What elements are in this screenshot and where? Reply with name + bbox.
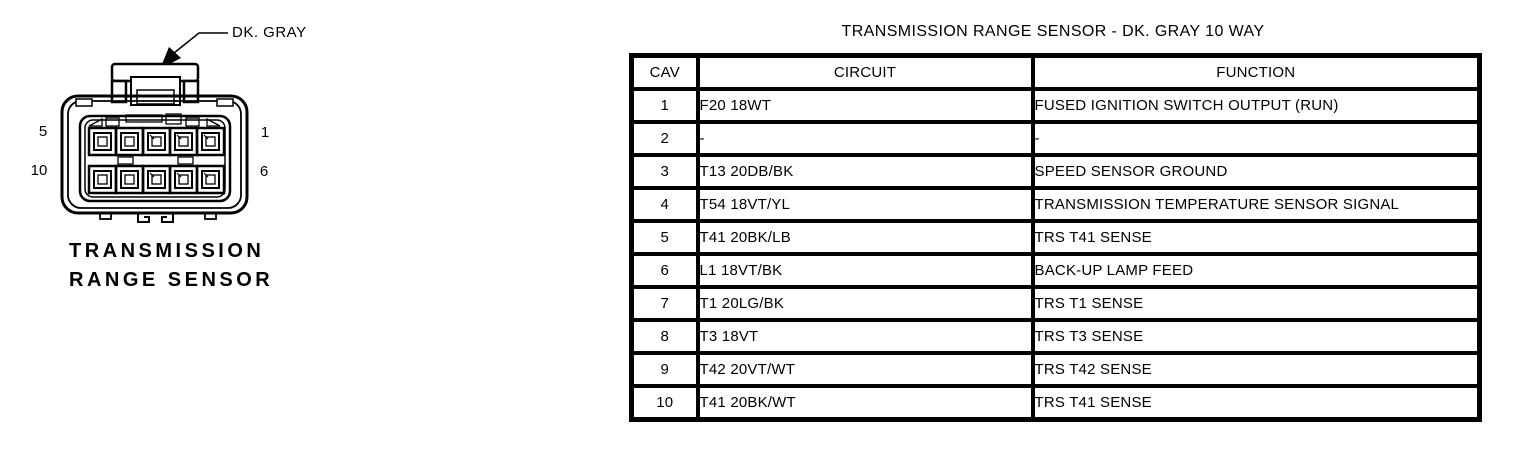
header-circuit: CIRCUIT bbox=[695, 53, 1035, 91]
circuit-cell: T3 18VT bbox=[695, 318, 1035, 355]
table-row: 2 - - bbox=[629, 120, 1482, 157]
table-row: 1 F20 18WT FUSED IGNITION SWITCH OUTPUT … bbox=[629, 87, 1482, 124]
circuit-cell: T41 20BK/WT bbox=[695, 384, 1035, 422]
connector-caption-line1: TRANSMISSION bbox=[69, 240, 265, 262]
circuit-cell: T41 20BK/LB bbox=[695, 219, 1035, 256]
connector-latch bbox=[110, 62, 200, 106]
cav-cell: 8 bbox=[629, 318, 700, 355]
table-row: 4 T54 18VT/YL TRANSMISSION TEMPERATURE S… bbox=[629, 186, 1482, 223]
cav-cell: 2 bbox=[629, 120, 700, 157]
header-cav: CAV bbox=[629, 53, 700, 91]
table-row: 6 L1 18VT/BK BACK-UP LAMP FEED bbox=[629, 252, 1482, 289]
connector-color-callout: DK. GRAY bbox=[232, 24, 307, 41]
circuit-cell: T13 20DB/BK bbox=[695, 153, 1035, 190]
cav-cell: 6 bbox=[629, 252, 700, 289]
pin-row-bottom bbox=[87, 164, 226, 195]
function-cell: TRANSMISSION TEMPERATURE SENSOR SIGNAL bbox=[1030, 186, 1482, 223]
circuit-cell: F20 18WT bbox=[695, 87, 1035, 124]
function-cell: TRS T3 SENSE bbox=[1030, 318, 1482, 355]
table-row: 8 T3 18VT TRS T3 SENSE bbox=[629, 318, 1482, 355]
connector-face-drawing bbox=[60, 32, 249, 223]
cav-cell: 10 bbox=[629, 384, 700, 422]
function-cell: TRS T42 SENSE bbox=[1030, 351, 1482, 388]
circuit-cell: L1 18VT/BK bbox=[695, 252, 1035, 289]
bottom-tabs bbox=[99, 212, 217, 223]
table-header-row: CAV CIRCUIT FUNCTION bbox=[629, 53, 1482, 91]
pin-number-6: 6 bbox=[259, 163, 269, 180]
table-row: 3 T13 20DB/BK SPEED SENSOR GROUND bbox=[629, 153, 1482, 190]
cav-cell: 1 bbox=[629, 87, 700, 124]
function-cell: FUSED IGNITION SWITCH OUTPUT (RUN) bbox=[1030, 87, 1482, 124]
table-row: 10 T41 20BK/WT TRS T41 SENSE bbox=[629, 384, 1482, 422]
pin-number-10: 10 bbox=[30, 162, 48, 179]
pinout-table-panel: TRANSMISSION RANGE SENSOR - DK. GRAY 10 … bbox=[629, 23, 1482, 422]
function-cell: - bbox=[1030, 120, 1482, 157]
cav-cell: 5 bbox=[629, 219, 700, 256]
function-cell: TRS T41 SENSE bbox=[1030, 384, 1482, 422]
cav-cell: 3 bbox=[629, 153, 700, 190]
connector-caption-line2: RANGE SENSOR bbox=[69, 269, 274, 291]
function-cell: BACK-UP LAMP FEED bbox=[1030, 252, 1482, 289]
circuit-cell: T42 20VT/WT bbox=[695, 351, 1035, 388]
function-cell: SPEED SENSOR GROUND bbox=[1030, 153, 1482, 190]
function-cell: TRS T41 SENSE bbox=[1030, 219, 1482, 256]
table-row: 9 T42 20VT/WT TRS T42 SENSE bbox=[629, 351, 1482, 388]
table-row: 5 T41 20BK/LB TRS T41 SENSE bbox=[629, 219, 1482, 256]
table-row: 7 T1 20LG/BK TRS T1 SENSE bbox=[629, 285, 1482, 322]
pin-row-top bbox=[87, 126, 226, 157]
circuit-cell: - bbox=[695, 120, 1035, 157]
function-cell: TRS T1 SENSE bbox=[1030, 285, 1482, 322]
pin-number-1: 1 bbox=[260, 124, 270, 141]
connector-caption: TRANSMISSION RANGE SENSOR bbox=[69, 237, 273, 295]
circuit-cell: T54 18VT/YL bbox=[695, 186, 1035, 223]
cav-cell: 7 bbox=[629, 285, 700, 322]
table-title: TRANSMISSION RANGE SENSOR - DK. GRAY 10 … bbox=[841, 23, 1265, 40]
connector-body bbox=[60, 94, 249, 215]
cav-cell: 4 bbox=[629, 186, 700, 223]
header-function: FUNCTION bbox=[1030, 53, 1482, 91]
pinout-table: CAV CIRCUIT FUNCTION 1 F20 18WT FUSED IG… bbox=[629, 53, 1482, 422]
circuit-cell: T1 20LG/BK bbox=[695, 285, 1035, 322]
pin-number-5: 5 bbox=[38, 123, 48, 140]
cav-cell: 9 bbox=[629, 351, 700, 388]
connector-diagram-panel: DK. GRAY 5 1 10 6 TRANSMISSION RANGE SEN… bbox=[0, 0, 330, 450]
